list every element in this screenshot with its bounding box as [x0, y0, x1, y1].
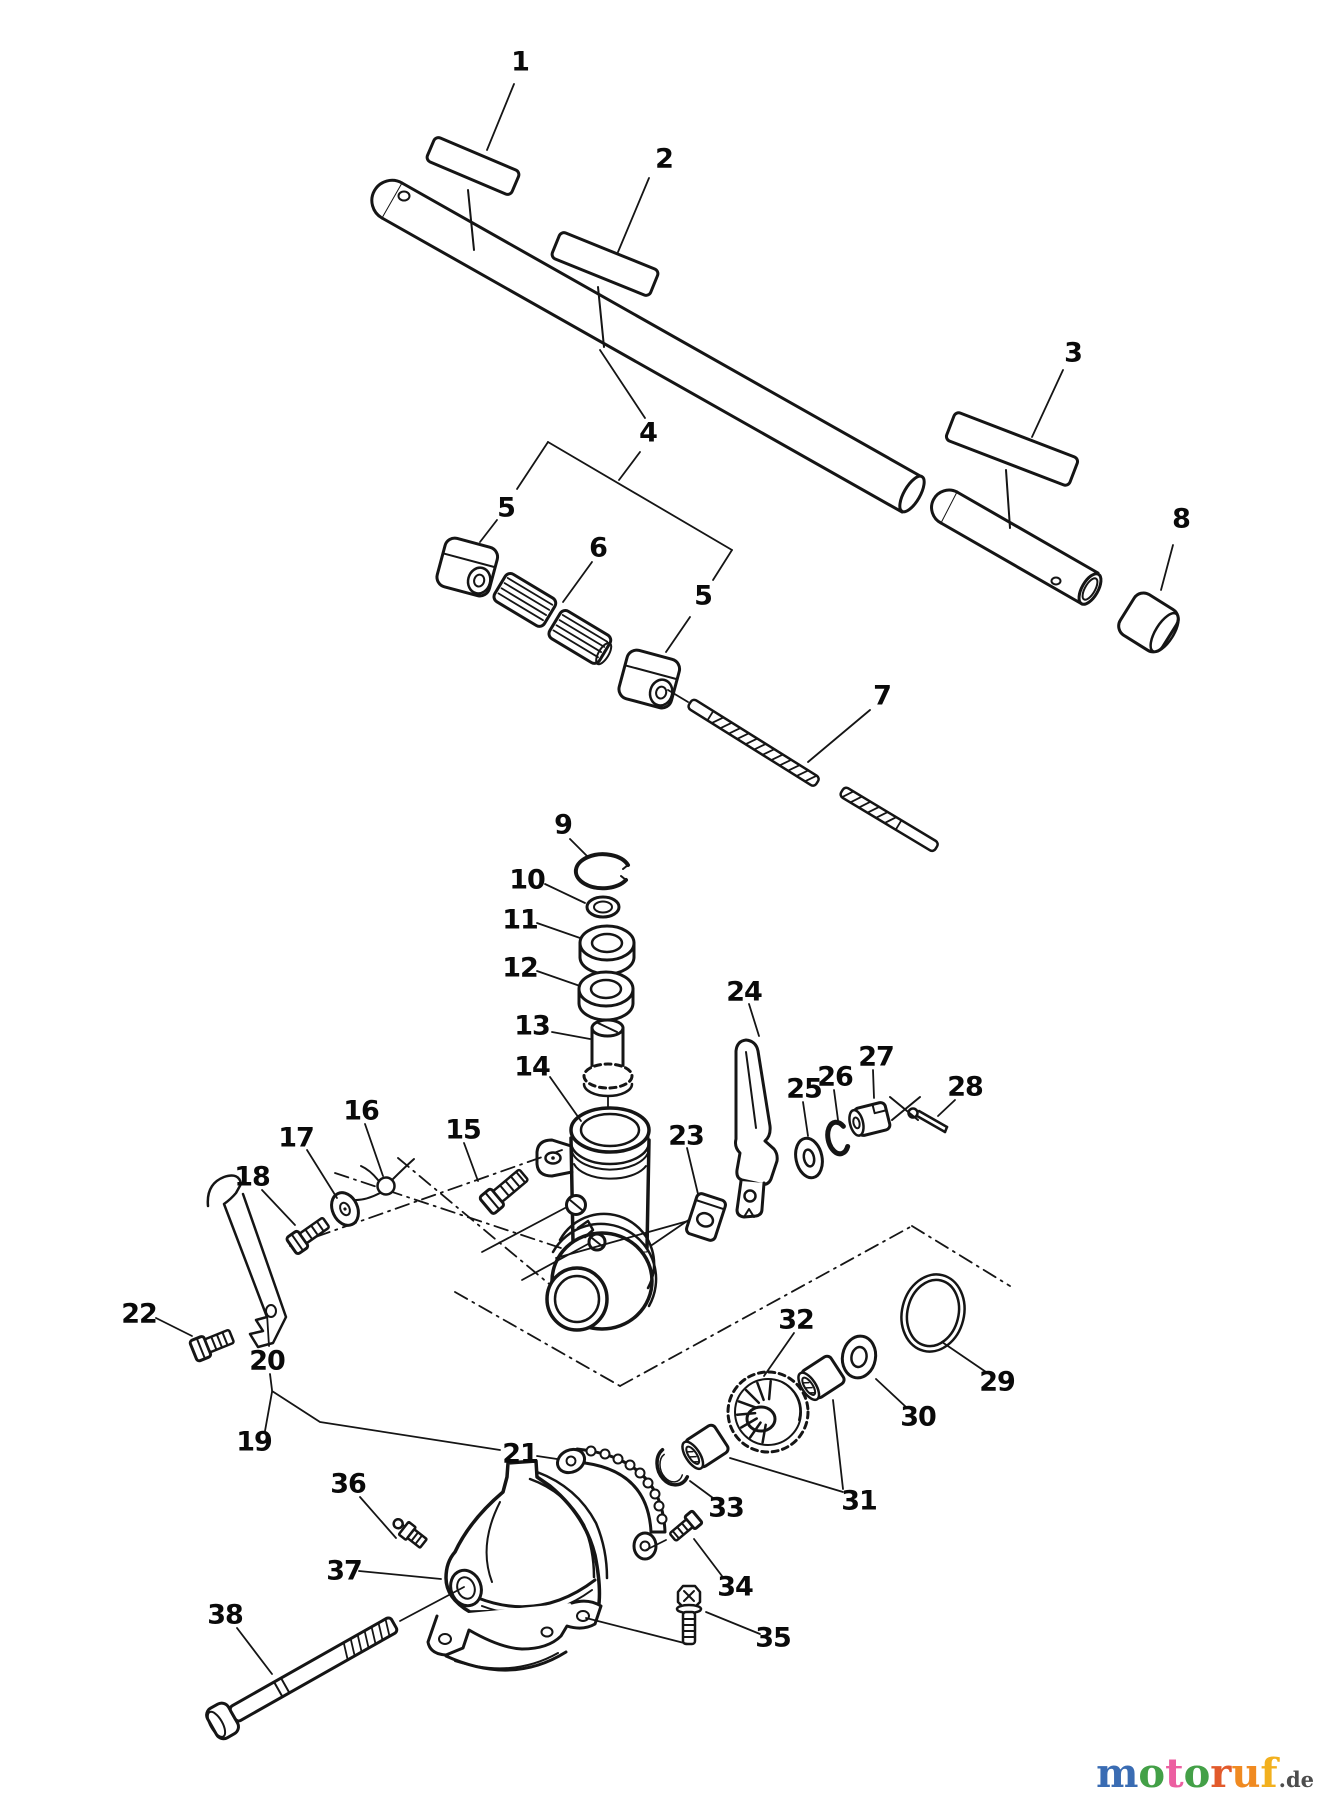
lever-24 — [734, 1038, 779, 1219]
coupler-front — [435, 536, 500, 598]
snap-ring-33 — [655, 1447, 690, 1487]
rear-tube — [930, 469, 1103, 606]
part-label-5a: 5 — [497, 492, 516, 524]
part-label-25: 25 — [786, 1073, 823, 1105]
o-ring-29 — [900, 1273, 966, 1353]
long-bolt-38 — [205, 1616, 399, 1741]
swivel-knob-27 — [848, 1101, 892, 1137]
washer-25 — [794, 1136, 824, 1180]
flex-drive-shaft — [667, 689, 939, 853]
shield-clamp-21 — [555, 1445, 668, 1561]
part-label-17: 17 — [278, 1122, 315, 1154]
part-label-23: 23 — [668, 1120, 705, 1152]
drive-tube — [370, 178, 926, 514]
needle-bearing-31b — [681, 1423, 730, 1471]
part-label-1: 1 — [511, 46, 530, 78]
washer-17 — [330, 1191, 360, 1227]
part-label-21: 21 — [502, 1438, 539, 1470]
part-label-8: 8 — [1172, 503, 1191, 535]
bracket-20 — [206, 1174, 288, 1349]
gearcase-body-14 — [535, 1106, 658, 1332]
part-label-30: 30 — [900, 1401, 937, 1433]
decal-3 — [944, 411, 1080, 487]
bevel-gear-32 — [726, 1370, 810, 1454]
spline-liner-a — [492, 572, 558, 628]
part-label-9: 9 — [554, 809, 573, 841]
watermark-word: motoruf — [1096, 1750, 1278, 1797]
washer-30 — [840, 1334, 878, 1380]
tube-end-cap — [1117, 591, 1180, 654]
watermark-letter: m — [1096, 1750, 1139, 1797]
watermark-letter: o — [1183, 1750, 1211, 1797]
part-label-5b: 5 — [694, 580, 713, 612]
watermark-logo: motoruf.de — [1096, 1754, 1314, 1794]
spline-liner-b — [547, 609, 613, 666]
part-label-10: 10 — [509, 864, 546, 896]
part-label-15: 15 — [445, 1114, 482, 1146]
decal-2 — [550, 231, 660, 297]
watermark-domain-suffix: .de — [1278, 1767, 1314, 1792]
retaining-ring-9 — [573, 852, 630, 891]
part-label-24: 24 — [726, 976, 763, 1008]
part-label-3: 3 — [1064, 337, 1083, 369]
bearing-11 — [578, 924, 636, 976]
gear-housing-37 — [426, 1459, 609, 1672]
part-label-11: 11 — [502, 904, 539, 936]
part-label-6: 6 — [589, 532, 608, 564]
e-clip-26 — [825, 1119, 851, 1157]
bolt-15 — [478, 1168, 529, 1215]
part-label-36: 36 — [330, 1468, 367, 1500]
clutch-bell — [545, 1212, 658, 1332]
part-label-26: 26 — [817, 1061, 854, 1093]
part-label-34: 34 — [717, 1571, 754, 1603]
part-label-20: 20 — [249, 1345, 286, 1377]
watermark-letter: u — [1231, 1750, 1261, 1797]
bearing-12 — [577, 970, 635, 1022]
alignment-axes — [289, 1149, 1011, 1387]
part-label-32: 32 — [778, 1304, 815, 1336]
part-label-19: 19 — [236, 1426, 273, 1458]
part-label-29: 29 — [979, 1366, 1016, 1398]
leader-lines — [155, 83, 1174, 1675]
part-label-33: 33 — [708, 1492, 745, 1524]
grease-fitting-36 — [392, 1518, 428, 1549]
part-label-28: 28 — [947, 1071, 984, 1103]
seal-ring-10 — [585, 895, 621, 919]
watermark-letter: t — [1165, 1750, 1184, 1797]
needle-bearing-31a — [797, 1354, 846, 1402]
decal-1 — [425, 136, 521, 196]
part-label-4: 4 — [639, 417, 658, 449]
part-label-18: 18 — [234, 1161, 271, 1193]
watermark-letter: o — [1138, 1750, 1166, 1797]
part-label-7: 7 — [873, 680, 892, 712]
shaft-boss-hole — [449, 1568, 483, 1608]
watermark-letter: f — [1260, 1750, 1278, 1797]
spring-clip-16 — [351, 1158, 415, 1202]
slider-plate-23 — [685, 1192, 727, 1242]
bolt-35 — [675, 1584, 703, 1646]
part-label-2: 2 — [655, 143, 674, 175]
part-label-12: 12 — [502, 952, 539, 984]
cotter-pin-28 — [889, 1096, 949, 1134]
screw-34 — [669, 1509, 704, 1542]
part-label-31: 31 — [841, 1485, 878, 1517]
part-label-38: 38 — [207, 1599, 244, 1631]
part-label-27: 27 — [858, 1041, 895, 1073]
part-label-22: 22 — [121, 1298, 158, 1330]
tube-hanger-hole — [397, 190, 411, 202]
part-label-14: 14 — [514, 1051, 551, 1083]
screw-18 — [285, 1217, 330, 1255]
clamp-tab — [576, 1219, 595, 1239]
part-label-16: 16 — [343, 1095, 380, 1127]
coupler-rear — [617, 648, 682, 710]
bolt-22 — [188, 1328, 235, 1363]
part-label-35: 35 — [755, 1622, 792, 1654]
part-label-37: 37 — [326, 1555, 363, 1587]
mount-lug — [535, 1138, 574, 1178]
watermark-letter: r — [1210, 1750, 1232, 1797]
part-label-13: 13 — [514, 1010, 551, 1042]
